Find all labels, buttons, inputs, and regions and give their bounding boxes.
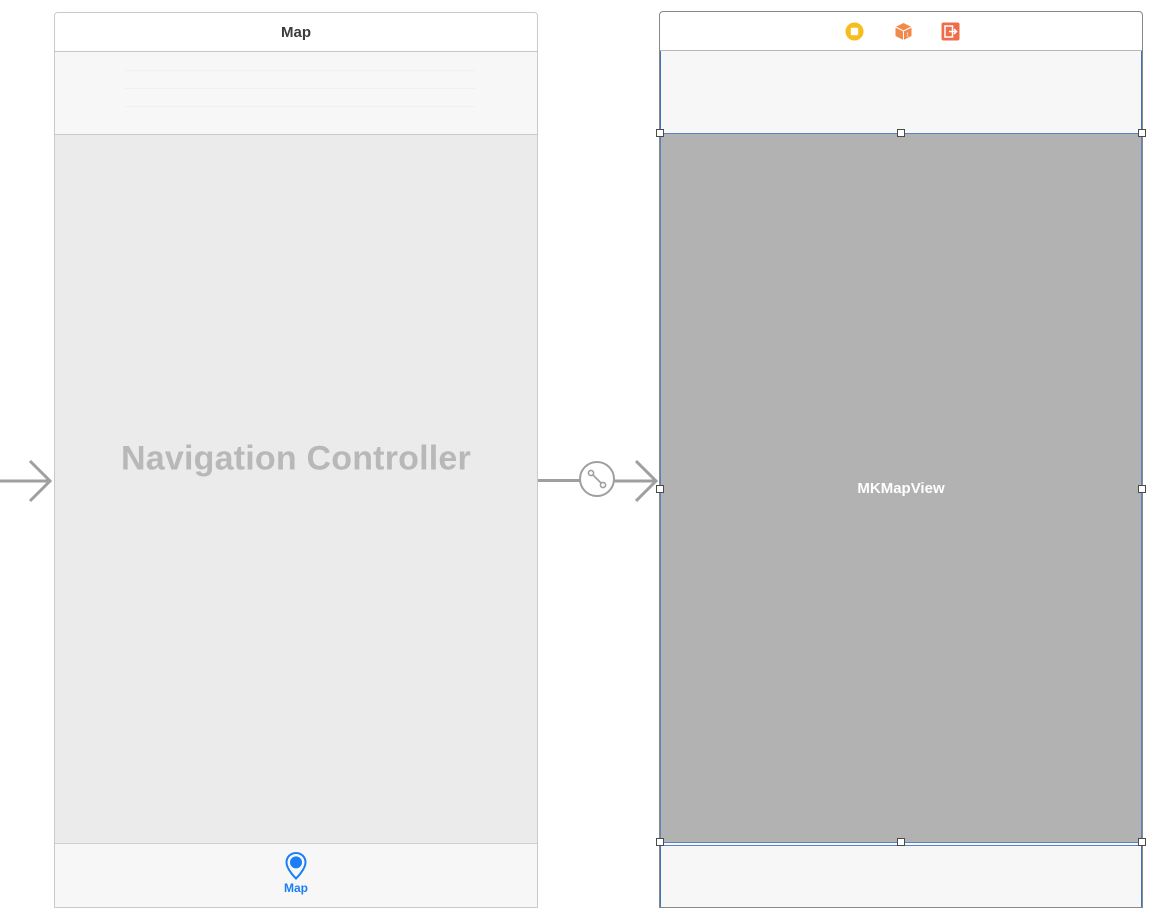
navigation-bar-divider — [125, 106, 475, 107]
segue-arrow-icon — [614, 459, 659, 503]
scene-title[interactable]: Map — [55, 13, 537, 52]
view-controller-icon[interactable] — [845, 22, 864, 41]
resize-handle-bottom[interactable] — [897, 838, 905, 846]
first-responder-icon[interactable]: 1 — [894, 22, 913, 41]
map-view[interactable]: MKMapView — [660, 133, 1142, 843]
navigation-bar-divider — [125, 88, 475, 89]
resize-handle-left[interactable] — [656, 485, 664, 493]
exit-icon[interactable] — [941, 22, 960, 41]
segue-icon[interactable] — [579, 461, 615, 497]
map-pin-icon — [285, 852, 307, 880]
navigation-bar-divider — [125, 70, 475, 71]
resize-handle-top[interactable] — [897, 129, 905, 137]
tab-bar: Map — [55, 843, 537, 907]
initial-view-controller-arrow-icon[interactable] — [0, 458, 54, 504]
tab-bar-item-label: Map — [284, 881, 308, 895]
resize-handle-bottom-right[interactable] — [1138, 838, 1146, 846]
navigation-controller-scene[interactable]: Map Navigation Controller Map — [54, 12, 538, 908]
resize-handle-right[interactable] — [1138, 485, 1146, 493]
scene-dock: 1 — [660, 12, 1142, 51]
navigation-bar — [55, 52, 537, 135]
resize-handle-bottom-left[interactable] — [656, 838, 664, 846]
tab-bar-item-map[interactable]: Map — [266, 852, 326, 895]
map-view-label: MKMapView — [857, 479, 945, 497]
segue-connector — [538, 479, 580, 482]
relationship-segue-icon — [587, 469, 607, 489]
navigation-controller-placeholder: Navigation Controller — [121, 439, 471, 478]
svg-text:1: 1 — [906, 33, 909, 39]
resize-handle-top-left[interactable] — [656, 129, 664, 137]
resize-handle-top-right[interactable] — [1138, 129, 1146, 137]
